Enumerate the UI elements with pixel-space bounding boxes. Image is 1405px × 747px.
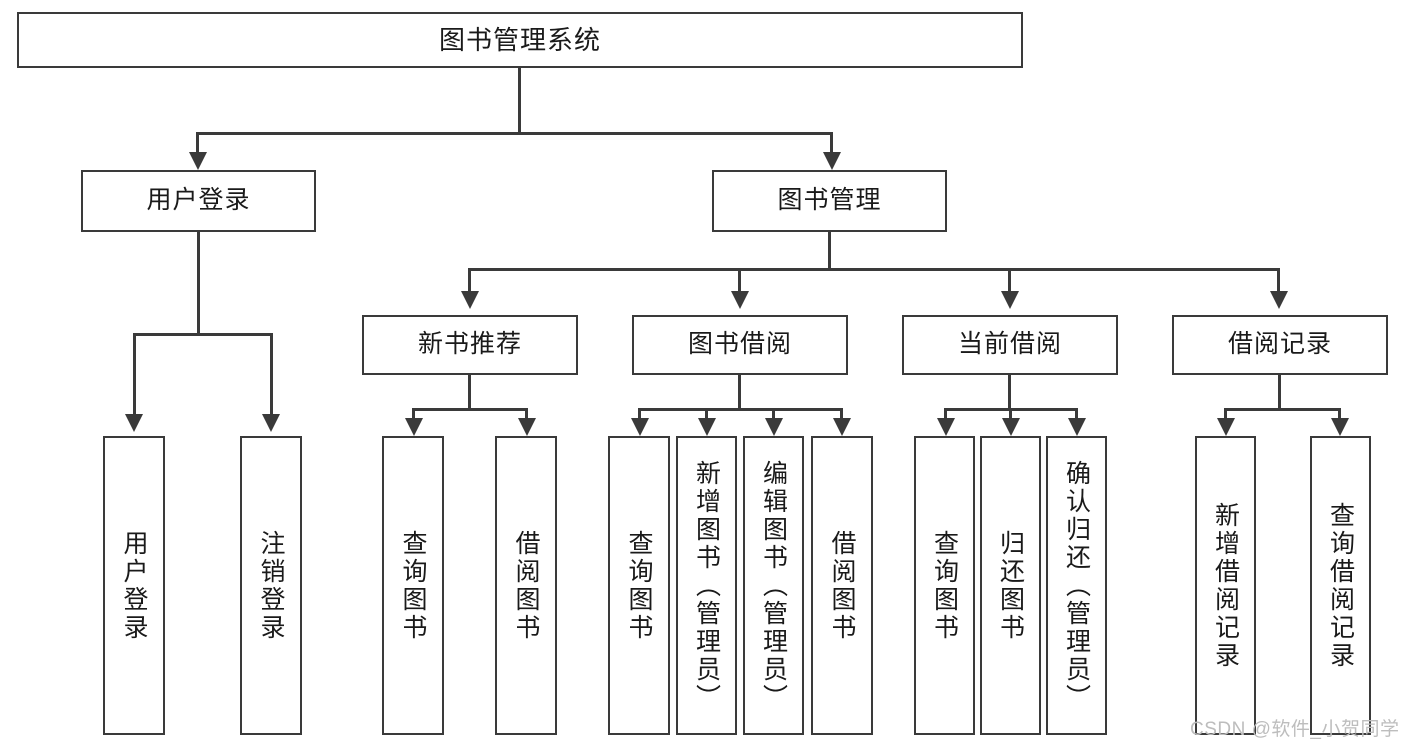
arrowhead-cb-leaf-3 [1068, 418, 1086, 436]
leaf-cb-confirm-return-admin[interactable]: 确认归还（管理员） [1046, 436, 1107, 735]
connector-user-login-leaf-2 [270, 333, 273, 419]
connector-nbr-leaf-2 [525, 408, 528, 422]
connector-bb-leaf-2 [705, 408, 708, 422]
connector-to-new-book-recommend [468, 268, 471, 296]
leaf-cb-return-books[interactable]: 归还图书 [980, 436, 1041, 735]
node-label: 新增图书（管理员） [692, 459, 721, 712]
connector-root-to-user-login [196, 132, 199, 158]
watermark-text: CSDN @软件_小贺同学 [1190, 719, 1400, 740]
connector-root-stem [518, 68, 521, 134]
arrowhead-br-leaf-1 [1217, 418, 1235, 436]
connector-new-book-recommend-stem [468, 375, 471, 410]
leaf-nbr-borrow-books[interactable]: 借阅图书 [495, 436, 557, 735]
leaf-bb-query-books[interactable]: 查询图书 [608, 436, 670, 735]
connector-bb-leaf-3 [772, 408, 775, 422]
node-label: 图书管理 [777, 186, 882, 215]
node-user-login[interactable]: 用户登录 [81, 170, 316, 232]
leaf-user-login-logout[interactable]: 注销登录 [240, 436, 302, 735]
arrowhead-cb-leaf-2 [1002, 418, 1020, 436]
node-label: 查询图书 [930, 529, 959, 642]
connector-cb-leaf-2 [1009, 408, 1012, 422]
node-label: 查询图书 [625, 529, 653, 642]
leaf-user-login-login[interactable]: 用户登录 [103, 436, 165, 735]
node-book-borrow[interactable]: 图书借阅 [632, 315, 848, 375]
arrowhead-bb-leaf-4 [833, 418, 851, 436]
arrowhead-to-current-borrow [1001, 291, 1019, 309]
connector-root-to-book-management [830, 132, 833, 158]
leaf-cb-query-books[interactable]: 查询图书 [914, 436, 975, 735]
connector-book-management-stem [828, 232, 831, 271]
node-root-book-management-system[interactable]: 图书管理系统 [17, 12, 1023, 68]
leaf-br-query-record[interactable]: 查询借阅记录 [1310, 436, 1371, 735]
leaf-br-add-record[interactable]: 新增借阅记录 [1195, 436, 1256, 735]
node-label: 借阅图书 [512, 529, 540, 642]
arrowhead-bb-leaf-3 [765, 418, 783, 436]
node-label: 确认归还（管理员） [1062, 459, 1091, 712]
node-label: 查询图书 [399, 529, 427, 642]
node-label: 查询借阅记录 [1326, 501, 1355, 670]
arrowhead-to-user-login [189, 152, 207, 170]
node-label: 编辑图书（管理员） [759, 459, 788, 712]
leaf-bb-edit-book-admin[interactable]: 编辑图书（管理员） [743, 436, 804, 735]
connector-br-leaf-1 [1224, 408, 1227, 422]
connector-user-login-stem [197, 232, 200, 335]
connector-borrow-record-stem [1278, 375, 1281, 410]
arrowhead-bb-leaf-1 [631, 418, 649, 436]
connector-new-book-recommend-bar [412, 408, 528, 411]
arrowhead-to-book-management [823, 152, 841, 170]
arrowhead-bb-leaf-2 [698, 418, 716, 436]
connector-user-login-bar [133, 333, 273, 336]
connector-br-leaf-2 [1338, 408, 1341, 422]
connector-user-login-leaf-1 [133, 333, 136, 419]
arrowhead-user-login-leaf-1 [125, 414, 143, 432]
connector-bb-leaf-1 [638, 408, 641, 422]
node-label: 新增借阅记录 [1211, 501, 1240, 670]
leaf-nbr-query-books[interactable]: 查询图书 [382, 436, 444, 735]
connector-book-borrow-bar [638, 408, 843, 411]
node-label: 注销登录 [257, 529, 285, 642]
node-label: 用户登录 [120, 529, 148, 642]
arrowhead-to-book-borrow [731, 291, 749, 309]
node-label: 新书推荐 [417, 330, 522, 359]
connector-cb-leaf-1 [944, 408, 947, 422]
connector-current-borrow-stem [1008, 375, 1011, 410]
connector-book-management-bar [468, 268, 1280, 271]
leaf-bb-add-book-admin[interactable]: 新增图书（管理员） [676, 436, 737, 735]
arrowhead-nbr-leaf-2 [518, 418, 536, 436]
arrowhead-to-borrow-record [1270, 291, 1288, 309]
connector-to-current-borrow [1008, 268, 1011, 296]
node-label: 图书借阅 [687, 330, 792, 359]
arrowhead-nbr-leaf-1 [405, 418, 423, 436]
connector-book-borrow-stem [738, 375, 741, 410]
connector-to-borrow-record [1277, 268, 1280, 296]
node-borrow-record[interactable]: 借阅记录 [1172, 315, 1388, 375]
connector-root-bar [196, 132, 833, 135]
arrowhead-cb-leaf-1 [937, 418, 955, 436]
connector-to-book-borrow [738, 268, 741, 296]
node-current-borrow[interactable]: 当前借阅 [902, 315, 1118, 375]
arrowhead-user-login-leaf-2 [262, 414, 280, 432]
connector-borrow-record-bar [1224, 408, 1341, 411]
node-new-book-recommend[interactable]: 新书推荐 [362, 315, 578, 375]
connector-bb-leaf-4 [840, 408, 843, 422]
node-label: 借阅记录 [1227, 330, 1332, 359]
node-label: 归还图书 [996, 529, 1025, 642]
arrowhead-to-new-book-recommend [461, 291, 479, 309]
leaf-bb-borrow-books[interactable]: 借阅图书 [811, 436, 873, 735]
node-label: 用户登录 [146, 186, 251, 215]
connector-cb-leaf-3 [1075, 408, 1078, 422]
node-label: 图书管理系统 [438, 24, 601, 55]
node-label: 借阅图书 [828, 529, 856, 642]
arrowhead-br-leaf-2 [1331, 418, 1349, 436]
node-book-management[interactable]: 图书管理 [712, 170, 947, 232]
connector-nbr-leaf-1 [412, 408, 415, 422]
node-label: 当前借阅 [957, 330, 1062, 359]
